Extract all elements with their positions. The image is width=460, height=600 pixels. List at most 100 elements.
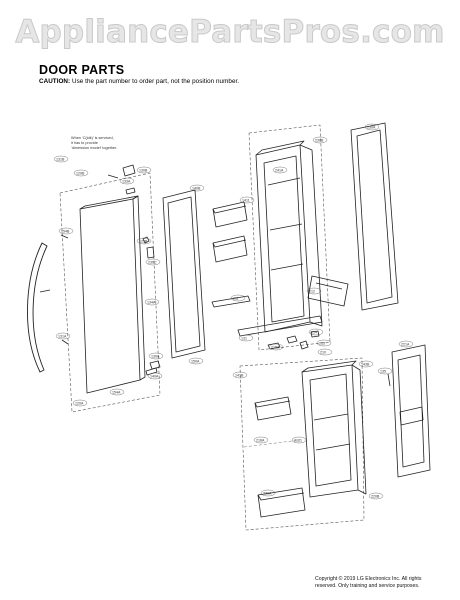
callout: 230C <box>145 258 161 266</box>
svg-text:1411: 1411 <box>242 199 250 203</box>
ice-door-cover <box>391 344 431 478</box>
callout: 134A <box>144 298 160 306</box>
callout: 123B <box>136 237 152 245</box>
svg-text:131A: 131A <box>58 335 67 339</box>
svg-text:230B: 230B <box>315 139 324 143</box>
callout: 213 <box>316 339 332 347</box>
callout: 141B <box>232 371 248 379</box>
ice-service-note: When ‘C(idk)’ is serviced, it has to pro… <box>71 136 117 150</box>
caution-note: CAUTION: Use the part number to order pa… <box>39 78 239 85</box>
left-door-gasket <box>162 189 206 359</box>
upper-right-door-group-outline <box>248 124 331 351</box>
lower-door-bin-upper <box>254 396 292 421</box>
svg-text:221A: 221A <box>401 343 410 347</box>
left-door-panel <box>79 195 146 394</box>
svg-text:213: 213 <box>319 342 325 346</box>
callout: 150A <box>188 357 204 365</box>
callout: 212 <box>306 287 322 295</box>
svg-text:120B: 120B <box>76 172 85 176</box>
svg-text:140A: 140A <box>150 375 159 379</box>
callout: 143B <box>358 360 374 368</box>
callout: 140B <box>189 184 205 192</box>
left-door-bin-lower <box>212 235 248 263</box>
svg-text:150A: 150A <box>191 360 200 364</box>
svg-text:212: 212 <box>309 290 315 294</box>
svg-text:215A: 215A <box>271 346 280 350</box>
callout: 154A <box>109 388 125 396</box>
right-door-gasket <box>350 122 399 311</box>
svg-text:210: 210 <box>320 351 326 355</box>
callout: 130A <box>148 352 164 360</box>
right-door-liner <box>255 140 323 333</box>
svg-text:135: 135 <box>380 370 386 374</box>
page-header: DOOR PARTS CAUTION: Use the part number … <box>39 63 239 85</box>
copyright-notice: Copyright © 2019 LG Electronics Inc. All… <box>315 576 421 590</box>
door-handle <box>27 242 48 373</box>
svg-text:When ‘C(idk)’ is serviced,: When ‘C(idk)’ is serviced, <box>71 136 114 140</box>
svg-text:230A: 230A <box>367 126 376 130</box>
callout: 1411 <box>239 196 255 204</box>
svg-text:220A: 220A <box>263 492 272 496</box>
copyright-line-2: reserved. Only training and service purp… <box>315 583 420 590</box>
svg-text:214: 214 <box>311 331 317 335</box>
lower-assembly-group-outline <box>239 357 365 531</box>
callout: 241A <box>272 166 288 174</box>
svg-text:120A: 120A <box>75 402 84 406</box>
caution-label: CAUTION: <box>39 78 71 85</box>
callout: 2121 <box>291 436 307 444</box>
svg-text:133A: 133A <box>122 180 131 184</box>
svg-text:130A: 130A <box>151 355 160 359</box>
svg-text:130B: 130B <box>139 169 148 173</box>
svg-text:230C: 230C <box>148 261 157 265</box>
svg-text:211: 211 <box>233 297 239 301</box>
page-title: DOOR PARTS <box>39 63 125 77</box>
svg-text:220B: 220B <box>371 495 380 499</box>
callout: 214 <box>308 328 324 336</box>
callout: 120B <box>73 169 89 177</box>
callout: 130B <box>136 166 152 174</box>
callout: 140A <box>147 372 163 380</box>
watermark-logo-text: AppliancePartsPros.com <box>15 14 445 51</box>
svg-text:141B: 141B <box>235 374 244 378</box>
callout: 131 <box>238 334 254 342</box>
callout: 215A <box>268 343 284 351</box>
callout: 154B <box>58 227 74 235</box>
callout: 135 <box>377 367 393 375</box>
svg-text:131B: 131B <box>56 158 65 162</box>
svg-text:154A: 154A <box>112 391 121 395</box>
ice-compartment-body <box>301 360 367 498</box>
copyright-line-1: Copyright © 2019 LG Electronics Inc. All… <box>315 576 422 582</box>
callout-labels: 230A 131B 130B 230B 120B 154B 140B 123B … <box>53 123 414 500</box>
callout: 120A <box>72 399 88 407</box>
callout: 220A <box>260 489 276 497</box>
callout: 210 <box>317 348 333 356</box>
door-side-bracket <box>307 275 349 307</box>
callout: 230B <box>312 136 328 144</box>
svg-text:154B: 154B <box>61 230 70 234</box>
left-door-bin-upper <box>212 201 248 228</box>
upper-door-lower-shelf <box>211 295 323 337</box>
lower-door-bin-lower <box>257 487 306 518</box>
left-door-hinge-parts <box>60 164 161 376</box>
callout: 221A <box>398 340 414 348</box>
callout: 131A <box>55 332 71 340</box>
svg-text:131: 131 <box>241 337 247 341</box>
svg-text:216A: 216A <box>256 439 265 443</box>
svg-text:‘dimension model’ together.: ‘dimension model’ together. <box>71 146 117 150</box>
svg-text:134A: 134A <box>147 301 156 305</box>
svg-text:143B: 143B <box>361 363 370 367</box>
left-door-group-outline <box>59 172 161 413</box>
svg-text:it has to provide: it has to provide <box>71 141 98 145</box>
svg-text:2121: 2121 <box>294 439 302 443</box>
callout: 220B <box>368 492 384 500</box>
callout: 211 <box>230 294 246 302</box>
callout: 230A <box>364 123 380 131</box>
callout: 131B <box>53 155 69 163</box>
svg-text:123B: 123B <box>139 240 148 244</box>
svg-text:140B: 140B <box>192 187 201 191</box>
callout: 216A <box>253 436 269 444</box>
svg-text:241A: 241A <box>275 169 284 173</box>
caution-text: Use the part number to order part, not t… <box>72 78 240 85</box>
middle-hinge-parts <box>267 330 320 350</box>
